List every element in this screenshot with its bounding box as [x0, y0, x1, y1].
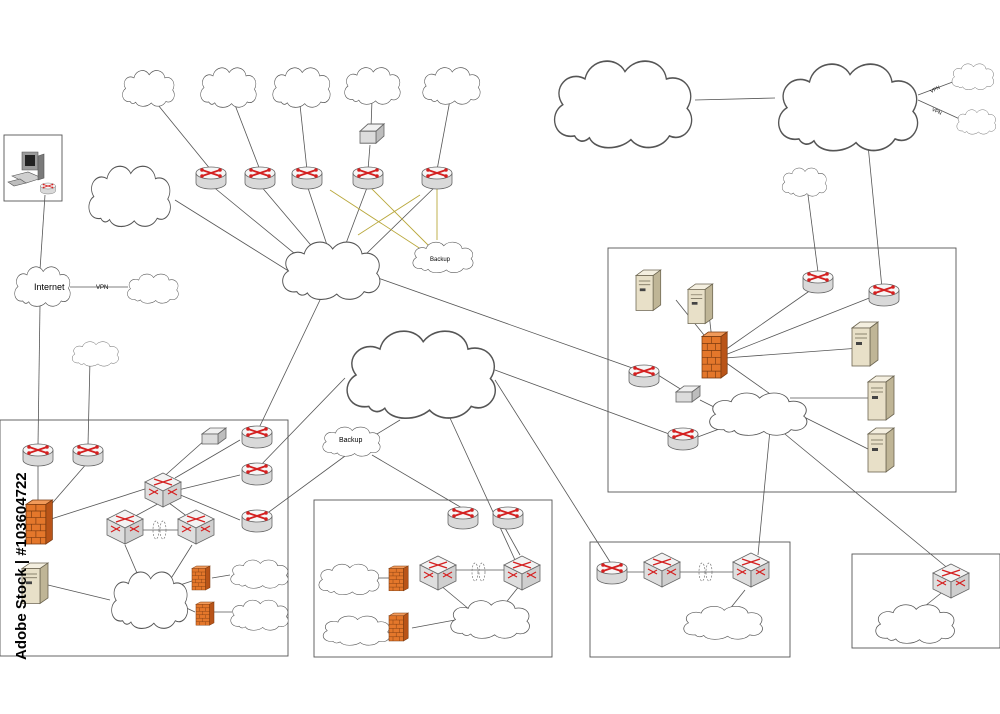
right-site-group	[607, 247, 957, 493]
center-site-group	[313, 499, 553, 658]
servers	[21, 269, 895, 604]
backup-label-top: Backup	[430, 257, 451, 263]
cloud-icon	[122, 70, 175, 107]
mid-cloud-icon	[346, 330, 497, 420]
workstation-frame	[3, 134, 63, 202]
router-icon	[241, 462, 273, 486]
router-icon	[244, 166, 276, 190]
appliance-icon	[201, 427, 227, 445]
firewall-icon	[191, 565, 211, 591]
switch-icon	[932, 563, 970, 599]
router-icon	[72, 443, 104, 467]
firewall-icon	[195, 601, 215, 626]
left-site-group	[0, 419, 289, 657]
cloud-icon	[230, 599, 289, 631]
vpn-cloud-icon	[127, 273, 179, 304]
backup-label-mid: Backup	[339, 437, 362, 444]
cloud-icon	[200, 67, 257, 108]
cloud-icon	[111, 571, 189, 630]
vpn-label-right-2: VPN	[931, 107, 943, 117]
cloud-icon	[956, 109, 997, 135]
server-icon	[635, 269, 662, 311]
server-icon	[867, 427, 895, 473]
firewall-icon	[388, 612, 409, 642]
cloud-icon	[875, 604, 955, 644]
router-icon	[241, 509, 273, 533]
router-icon	[352, 166, 384, 190]
cloud-icon	[272, 67, 331, 108]
clouds	[14, 60, 997, 646]
appliance-icon	[359, 123, 385, 144]
cloud-icon	[553, 60, 693, 149]
cloud-icon	[88, 165, 172, 228]
switch-icon	[177, 509, 215, 545]
router-icon	[667, 427, 699, 451]
central-cloud-icon	[282, 241, 381, 301]
firewall-icon	[388, 565, 409, 592]
labels: Internet VPN Backup Backup VPN VPN	[34, 85, 943, 444]
group-boxes	[0, 134, 1000, 658]
cloud-icon	[450, 600, 530, 639]
far-right-site-group	[851, 553, 1000, 649]
switch-icon	[643, 552, 681, 588]
router-icon	[802, 270, 834, 294]
stock-watermark: Adobe Stock | #103604722	[13, 472, 30, 660]
cloud-icon	[422, 67, 481, 105]
cloud-icon	[683, 605, 763, 640]
lower-right-site-group	[589, 541, 791, 658]
switch-icon	[419, 555, 457, 591]
connection-lines	[37, 79, 963, 631]
router-icon	[22, 443, 54, 467]
cloud-icon	[230, 559, 289, 589]
firewall-icon	[701, 331, 728, 379]
router-icon	[868, 283, 900, 307]
link-aggregation-marks	[152, 520, 713, 582]
workstation-icon	[7, 151, 45, 187]
cloud-icon	[318, 563, 380, 596]
internet-label: Internet	[34, 282, 65, 292]
vpn-label-left: VPN	[96, 285, 108, 291]
router-icon	[421, 166, 453, 190]
router-icon	[447, 506, 479, 530]
cloud-icon	[344, 67, 401, 105]
server-icon	[867, 375, 895, 421]
cloud-icon	[951, 63, 994, 90]
router-icon	[628, 364, 660, 388]
router-icon	[492, 506, 524, 530]
cloud-icon	[71, 341, 119, 367]
router-icon	[291, 166, 323, 190]
cloud-icon	[781, 167, 827, 197]
switch-icon	[732, 552, 770, 588]
router-icon	[195, 166, 227, 190]
switch-icon	[503, 555, 541, 591]
router-icon	[40, 182, 56, 195]
cloud-icon	[777, 63, 919, 152]
server-icon	[687, 283, 714, 325]
router-icon	[241, 425, 273, 449]
router-icon	[596, 561, 628, 585]
cloud-icon	[709, 392, 808, 436]
vpn-label-right-1: VPN	[929, 85, 941, 95]
cloud-icon	[322, 615, 391, 646]
server-icon	[851, 321, 879, 367]
